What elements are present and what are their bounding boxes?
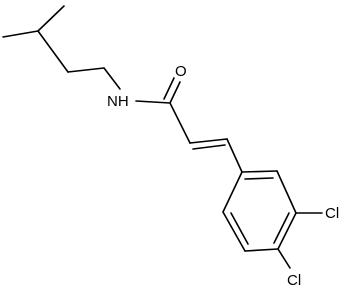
bond-ch3-b-to-ch [37, 5, 65, 32]
oxygen-atom-label: O [175, 63, 187, 80]
nitrogen-atom-label: NH [107, 93, 129, 110]
bond-ch-to-ch2 [37, 30, 69, 73]
ring-inner-bond-c5-c6 [230, 212, 249, 245]
ring-bond-c6-c1 [222, 171, 243, 213]
ring-bond-c1-c2 [241, 170, 278, 173]
bond-n-to-carbonyl [135, 100, 171, 104]
ring-bond-c3-c4 [277, 212, 297, 250]
bond-ch2-to-ch2 [67, 67, 105, 73]
chlorine-atom-label-1: Cl [325, 205, 339, 222]
ring-inner-bond-c3-c4 [273, 212, 290, 244]
chlorine-atom-label-2: Cl [287, 272, 301, 289]
ring-bond-c4-c5 [244, 248, 279, 252]
bond-alkene-outer [189, 138, 228, 144]
bond-ch2-to-n [103, 67, 121, 90]
ring-inner-bond-c1-c2 [244, 177, 274, 180]
bond-carbonyl-double-outer [169, 81, 181, 104]
bond-beta-to-ring [226, 138, 243, 173]
bond-carbonyl-double-inner [163, 77, 175, 100]
ring-bond-c5-c6 [222, 211, 246, 252]
bond-ch3-a-to-ch [2, 30, 39, 38]
ring-bond-c2-c3 [276, 170, 297, 214]
bond-alkene-inner [192, 144, 226, 150]
bond-carbonyl-to-alpha [169, 102, 191, 144]
bond-ring-to-cl2 [277, 248, 291, 269]
